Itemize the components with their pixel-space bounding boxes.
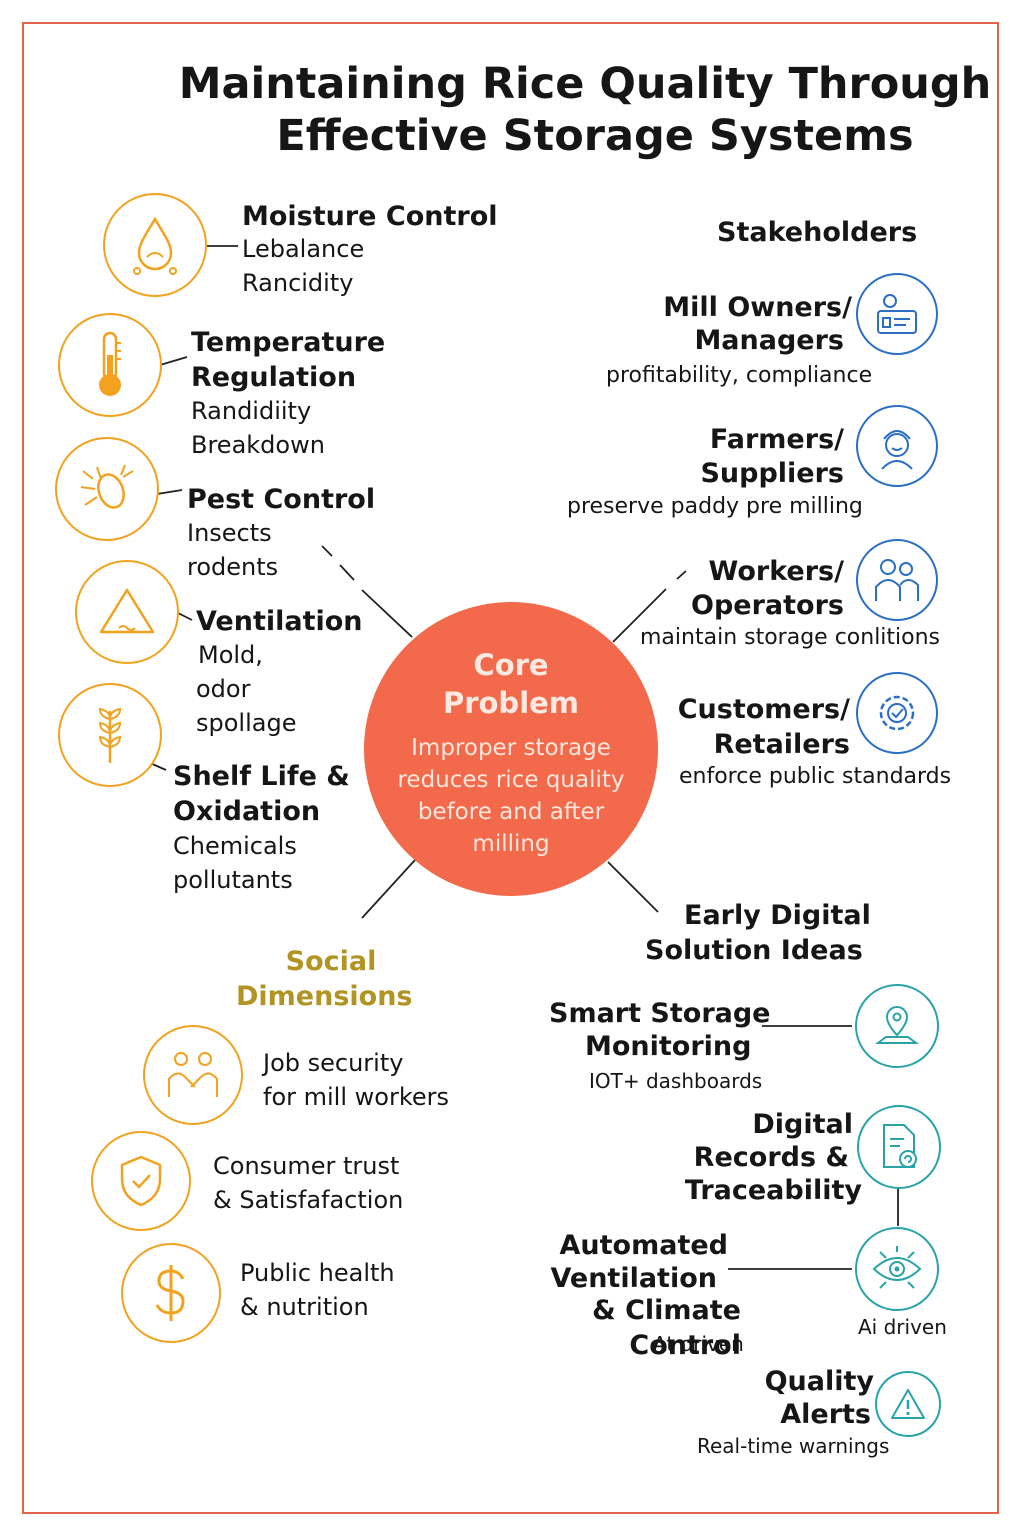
records-title-line-3: Traceability (684, 1175, 862, 1206)
connector-core-sw (361, 859, 416, 919)
gear-icon (856, 672, 938, 754)
page-border (22, 22, 999, 1514)
pest-icon (55, 437, 159, 541)
moisture-line-1: Lebalance (242, 235, 365, 263)
consumer-trust-line-1: Consumer trust (213, 1152, 400, 1180)
title-line-2: Effective Storage Systems (276, 111, 914, 162)
document-icon (857, 1105, 941, 1189)
connector-dash-2 (339, 564, 355, 581)
connector-dash-3 (676, 570, 687, 580)
temperature-line-1: Randidiity (191, 397, 312, 425)
water-drop-icon (103, 193, 207, 297)
mill-owners-title-line-1: Mill Owners/ (663, 292, 852, 323)
title-line-1: Maintaining Rice Quality Through (178, 59, 992, 109)
temperature-title-line-2: Regulation (191, 362, 357, 393)
shelf-life-title-line-2: Oxidation (173, 796, 321, 827)
temperature-line-2: Breakdown (191, 431, 325, 459)
core-problem-text: Improper storage reduces rice quality be… (397, 735, 625, 857)
workers-title-line-2: Operators (691, 590, 844, 621)
customers-title-line-2: Retailers (713, 729, 850, 760)
mill-owners-desc: profitability, compliance (606, 363, 873, 388)
connector-temperature (159, 356, 188, 366)
shelf-life-title-line-1: Shelf Life & (173, 761, 350, 792)
core-title-line-2: Problem (442, 686, 580, 720)
stakeholders-heading: Stakeholders (717, 217, 918, 248)
pest-title: Pest Control (187, 484, 376, 515)
shield-check-icon (91, 1131, 191, 1231)
smart-storage-title-line-2: Monitoring (585, 1031, 752, 1062)
farmers-title-line-1: Farmers/ (709, 424, 844, 455)
records-title-line-1: Digital (752, 1109, 853, 1140)
pest-line-1: Insects (187, 519, 272, 547)
records-title-line-2: Records & (693, 1142, 849, 1173)
job-security-line-2: for mill workers (263, 1083, 449, 1111)
customers-title-line-1: Customers/ (677, 694, 850, 725)
workers-title-line-1: Workers/ (708, 556, 844, 587)
core-problem-title: Core Problem (364, 646, 658, 722)
connector-pest (156, 489, 183, 495)
manager-desk-icon (856, 273, 938, 355)
warning-icon (875, 1371, 941, 1437)
ventilation-triangle-icon (75, 560, 179, 664)
smart-storage-desc: IOT+ dashboards (589, 1069, 763, 1093)
workers-icon (856, 539, 938, 621)
ventilation-title: Ventilation (196, 606, 363, 637)
farmers-desc: preserve paddy pre milling (567, 494, 863, 519)
ventilation-line-1: Mold, (198, 641, 263, 669)
automated-desc: At driven (653, 1332, 744, 1356)
quality-alerts-title-line-1: Quality (764, 1366, 874, 1397)
pest-line-2: rodents (187, 553, 279, 581)
automated-title-line-1: Automated (559, 1230, 728, 1261)
social-heading-line-2: Dimensions (236, 981, 413, 1012)
job-security-line-1: Job security (263, 1049, 404, 1077)
ventilation-line-2: odor (196, 675, 251, 703)
shelf-life-line-1: Chemicals (173, 832, 297, 860)
thermometer-icon (58, 313, 162, 417)
connector-core-nw (361, 589, 413, 638)
consumer-trust-line-2: & Satisfafaction (213, 1186, 404, 1214)
location-pin-icon (855, 984, 939, 1068)
dollar-icon (121, 1243, 221, 1343)
handshake-icon (143, 1025, 243, 1125)
wheat-icon (58, 683, 162, 787)
moisture-line-2: Rancidity (242, 269, 354, 297)
quality-alerts-desc: Real-time warnings (697, 1434, 890, 1458)
public-health-line-1: Public health (240, 1259, 395, 1287)
ai-driven-caption: Ai driven (858, 1315, 947, 1339)
digital-heading-line-2: Solution Ideas (645, 935, 863, 966)
automated-title-line-3: & Climate Control (592, 1295, 741, 1361)
automated-title-line-2: Ventilation (550, 1263, 717, 1294)
public-health-line-2: & nutrition (240, 1293, 369, 1321)
connector-dash-1 (321, 545, 333, 557)
connector-core-ne (612, 588, 667, 643)
ai-eye-icon (855, 1227, 939, 1311)
ventilation-line-3: spollage (196, 709, 297, 737)
page-title: Maintaining Rice Quality Through Effecti… (150, 58, 1020, 163)
social-heading-line-1: Social (285, 946, 377, 977)
quality-alerts-title-line-2: Alerts (780, 1399, 871, 1430)
temperature-title-line-1: Temperature (191, 327, 386, 358)
smart-storage-title-line-1: Smart Storage (549, 998, 771, 1029)
shelf-life-line-2: pollutants (173, 866, 293, 894)
digital-heading-line-1: Early Digital (684, 900, 871, 931)
customers-desc: enforce public standards (679, 764, 952, 789)
moisture-title: Moisture Control (242, 201, 498, 232)
core-problem-circle: Core Problem Improper storage reduces ri… (364, 602, 658, 896)
connector-core-se (607, 861, 659, 913)
farmers-title-line-2: Suppliers (700, 458, 844, 489)
workers-desc: maintain storage conlitions (640, 625, 941, 650)
core-title-line-1: Core (473, 648, 549, 682)
mill-owners-title-line-2: Managers (694, 325, 844, 356)
farmer-icon (856, 405, 938, 487)
